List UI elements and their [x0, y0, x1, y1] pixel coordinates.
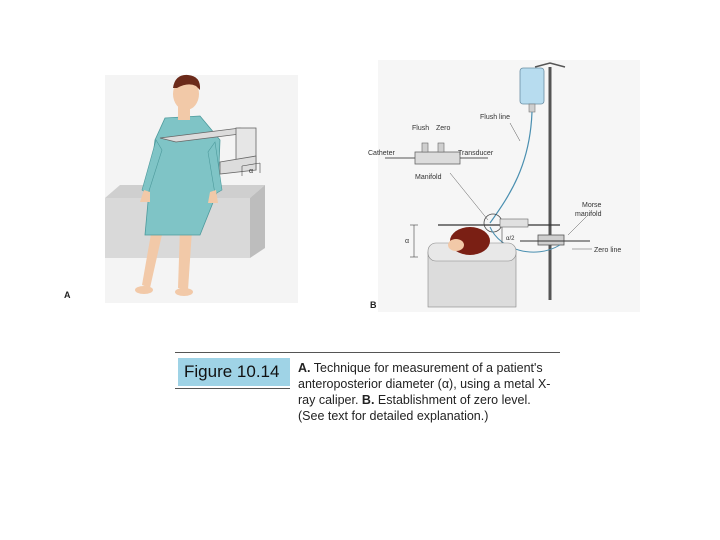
right-hand: [208, 190, 218, 203]
transducer: [499, 218, 529, 228]
left-hand: [140, 190, 150, 202]
caption-part-b-letter: B.: [361, 393, 375, 407]
morse-manifold: [537, 234, 565, 246]
panel-a-letter: A: [64, 290, 71, 300]
caption-part-b-text: Establishment of zero level. (See text f…: [298, 393, 531, 423]
morse-leader: [567, 214, 589, 236]
morse-label-line1: Morse: [582, 202, 602, 209]
flush-valve: [421, 142, 429, 153]
alpha-label: α: [249, 168, 253, 175]
panel-a-illustration: α A: [60, 70, 305, 310]
flush-line-leader: [509, 122, 521, 142]
caption-text: A. Technique for measurement of a patien…: [298, 360, 560, 424]
patient-face: [448, 239, 464, 251]
right-foot: [175, 288, 193, 296]
right-leg: [178, 228, 192, 290]
manifold-leader: [449, 172, 489, 221]
figure-caption: Figure 10.14 A. Technique for measuremen…: [175, 352, 560, 452]
flush-bag: [519, 67, 545, 105]
left-leg: [142, 228, 163, 288]
transducer-tube: [489, 226, 561, 253]
alpha-label-b: α: [405, 238, 409, 245]
flush-label: Flush: [412, 125, 429, 132]
flush-line-label: Flush line: [480, 114, 510, 121]
dimension-line: [241, 162, 261, 167]
drip-chamber: [528, 103, 536, 113]
panel-a-drawing: α: [105, 74, 298, 303]
figure-label: Figure 10.14: [178, 358, 290, 386]
morse-label-line2: manifold: [575, 211, 602, 218]
caption-label-rule: [175, 388, 290, 389]
zero-valve: [437, 142, 445, 153]
zero-label: Zero: [436, 125, 451, 132]
panel-b-letter: B: [370, 300, 377, 310]
manifold-label: Manifold: [415, 174, 442, 181]
flush-line-tube: [489, 111, 533, 224]
iv-hook: [534, 62, 566, 68]
hair: [173, 74, 201, 90]
caption-part-a-letter: A.: [298, 361, 311, 375]
table-side: [250, 185, 265, 258]
transducer-label: Transducer: [458, 150, 494, 157]
catheter-label: Catheter: [368, 150, 396, 157]
left-foot: [135, 286, 153, 294]
caption-part-a-text: Technique for measurement of a patient's…: [298, 361, 551, 407]
caliper-arm-bottom: [219, 155, 257, 175]
caption-top-rule: [175, 352, 560, 353]
alpha-half-label: α/2: [506, 236, 515, 242]
manifold-block: [414, 151, 461, 165]
panel-b-illustration: Flush Zero Flush line Catheter Transduce…: [360, 55, 645, 315]
zero-line-label: Zero line: [594, 247, 621, 254]
panel-b-drawing: Flush Zero Flush line Catheter Transduce…: [368, 60, 640, 312]
